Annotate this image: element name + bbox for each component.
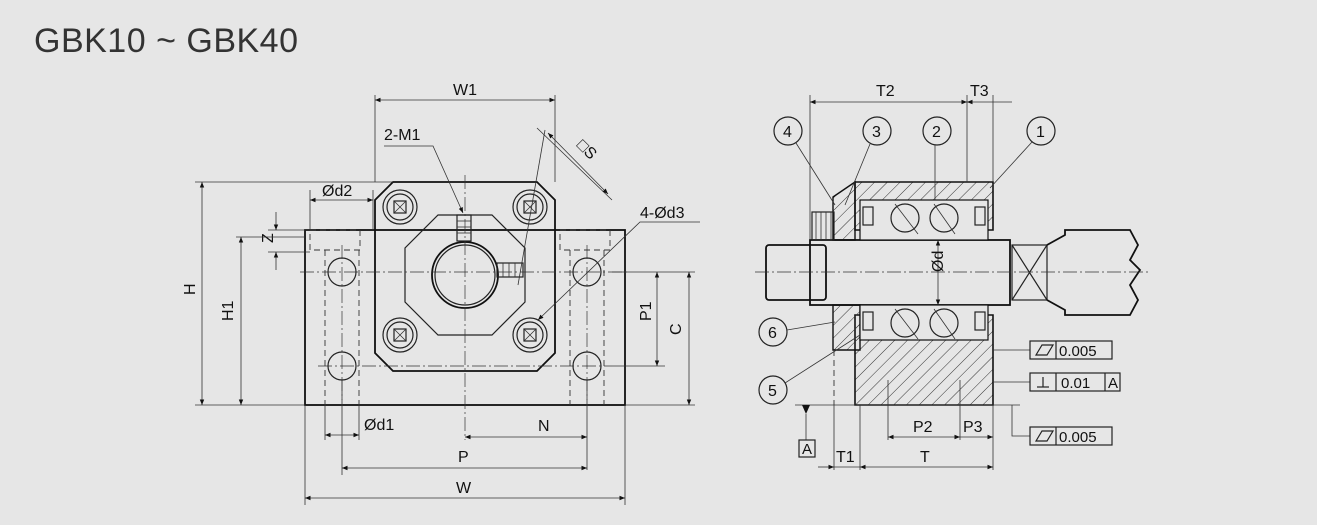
balloon-3: 3 <box>844 116 892 206</box>
end-cap-upper <box>832 180 856 241</box>
front-view: W1 2-M1 □S 4-Ød3 Ød2 Z <box>182 82 700 505</box>
svg-text:5: 5 <box>768 383 777 400</box>
svg-text:0.005: 0.005 <box>1059 429 1097 446</box>
svg-text:A: A <box>1108 375 1118 392</box>
mounting-holes <box>309 229 611 405</box>
flatness-tol-1: 0.005 <box>993 340 1113 360</box>
dim-d3: 4-Ød3 <box>640 205 685 222</box>
dim-w: W <box>456 480 472 497</box>
balloon-4: 4 <box>773 116 836 206</box>
dim-p1: P1 <box>638 301 655 321</box>
flange-octagon <box>374 181 556 372</box>
dim-h1: H1 <box>220 300 237 321</box>
dim-z: Z <box>260 233 277 243</box>
perpendicularity-tol: 0.01 A <box>993 372 1121 392</box>
datum-a: A <box>795 404 1020 458</box>
dim-p3: P3 <box>963 419 983 436</box>
dim-d1: Ød1 <box>364 417 394 434</box>
svg-text:3: 3 <box>872 124 881 141</box>
dim-t: T <box>920 449 930 466</box>
svg-text:0.005: 0.005 <box>1059 343 1097 360</box>
set-screw-top <box>456 214 472 242</box>
dim-t2: T2 <box>876 83 895 100</box>
dim-w1: W1 <box>453 82 477 99</box>
dim-p: P <box>458 449 469 466</box>
dim-m1: 2-M1 <box>384 127 421 144</box>
dim-s: □S <box>573 137 599 163</box>
dim-t1: T1 <box>836 449 855 466</box>
balloon-6: 6 <box>758 317 836 347</box>
corner-bolt-holes <box>382 189 548 353</box>
side-view: Ød T2 T3 1 2 3 <box>755 83 1150 470</box>
svg-text:A: A <box>802 441 812 458</box>
dim-t3: T3 <box>970 83 989 100</box>
svg-text:6: 6 <box>768 325 777 342</box>
svg-text:2: 2 <box>932 124 941 141</box>
flatness-tol-2: 0.005 <box>1011 405 1113 446</box>
svg-text:0.01: 0.01 <box>1061 375 1090 392</box>
dim-d: Ød <box>930 251 947 272</box>
svg-text:4: 4 <box>783 124 792 141</box>
dim-p2: P2 <box>913 419 933 436</box>
dim-d2: Ød2 <box>322 183 352 200</box>
dim-n: N <box>538 418 550 435</box>
end-cap-lower <box>832 304 861 351</box>
page-title: GBK10 ~ GBK40 <box>34 22 299 60</box>
balloon-2: 2 <box>922 116 952 200</box>
bore-octagon <box>404 214 526 336</box>
balloon-1: 1 <box>989 116 1056 189</box>
dim-c: C <box>668 323 685 335</box>
balloon-5: 5 <box>758 334 861 405</box>
dim-h: H <box>182 283 199 295</box>
set-screw-right <box>496 262 524 278</box>
svg-text:1: 1 <box>1036 124 1045 141</box>
